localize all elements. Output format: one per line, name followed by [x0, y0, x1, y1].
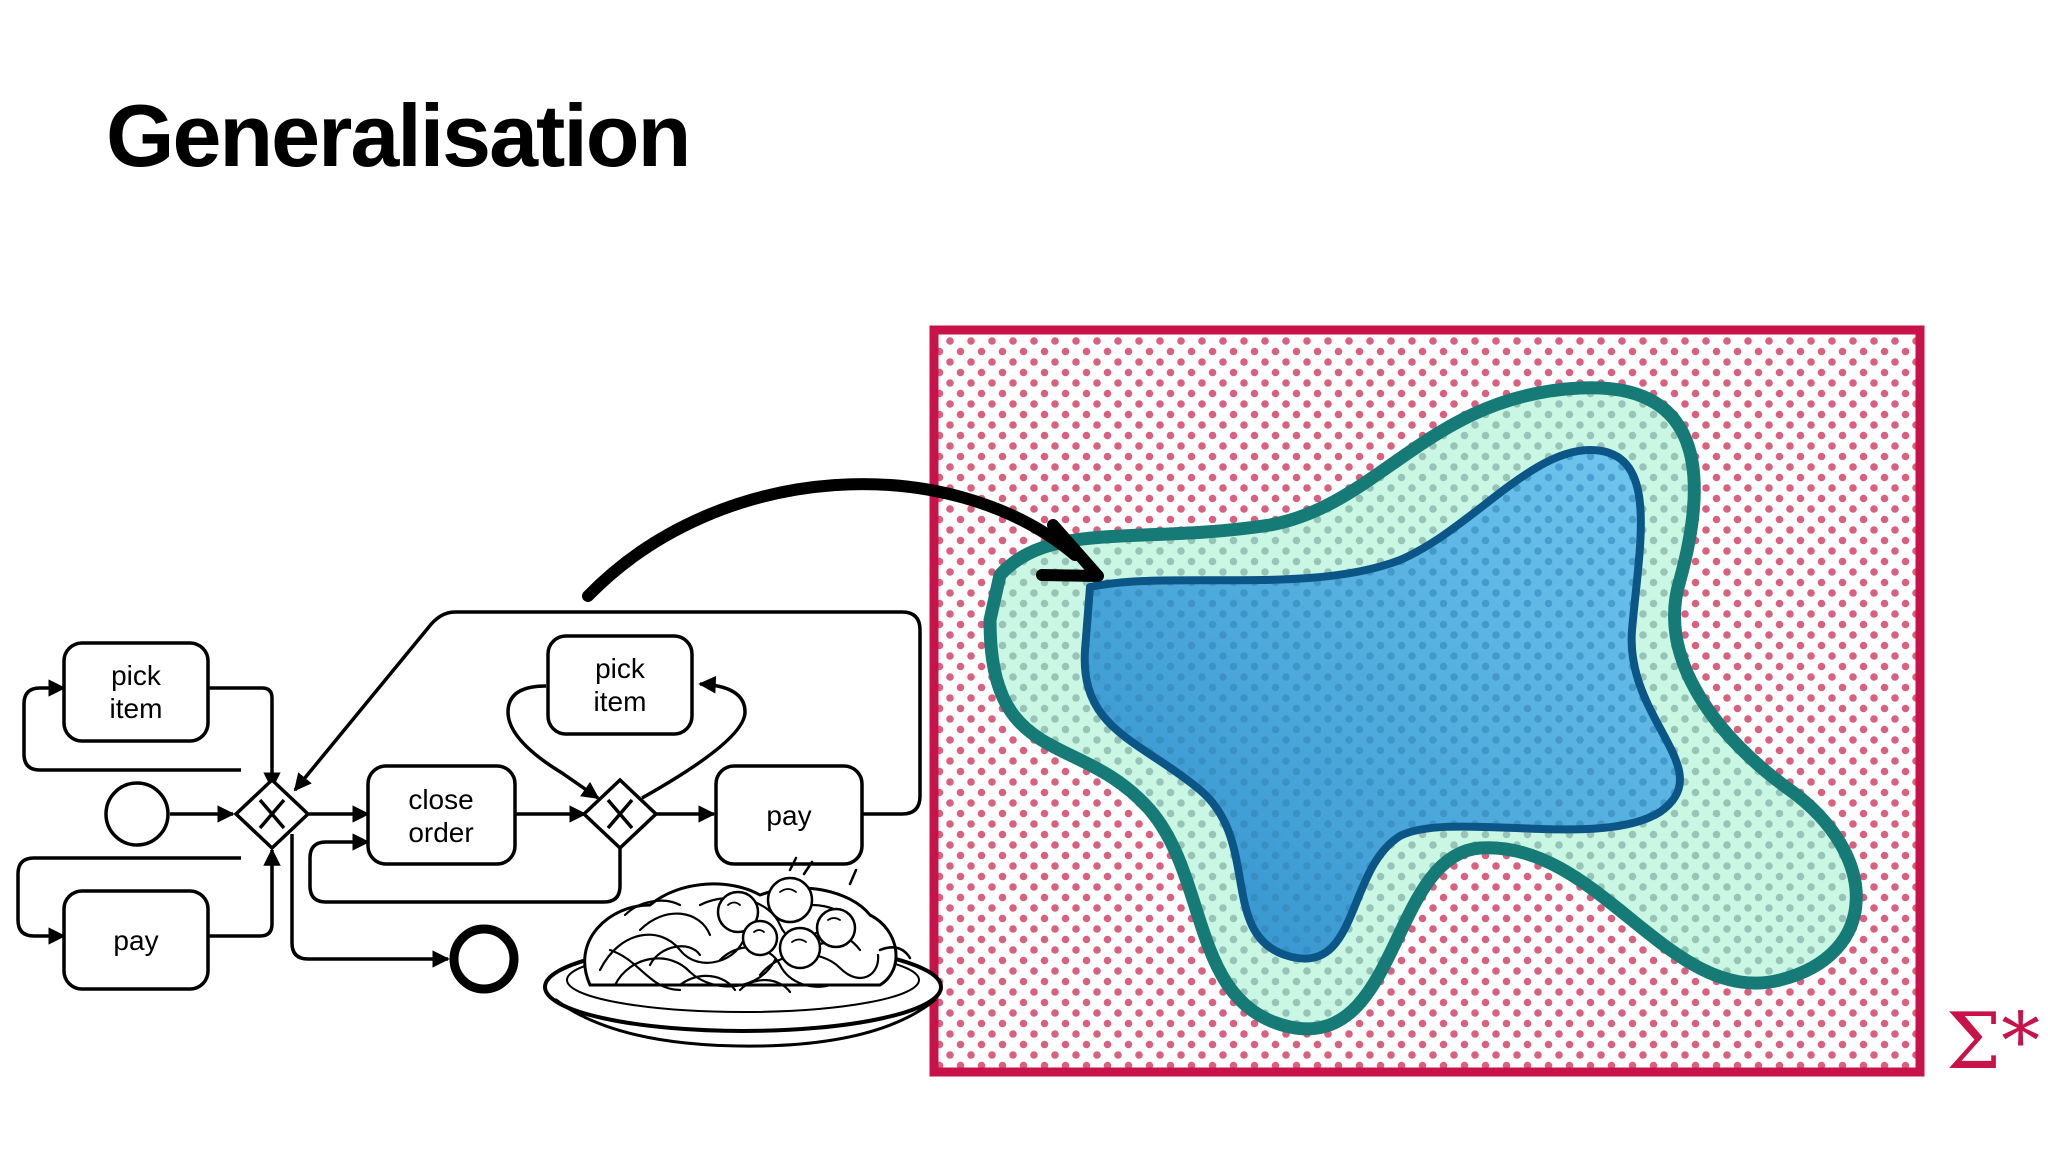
process-model: pick item pay close order pick item pay [16, 610, 922, 994]
xor-gateway-2 [581, 777, 659, 851]
model-edges [16, 610, 922, 968]
sigma-star-label: Σ* [1946, 997, 2040, 1087]
task-pay-right: pay [714, 764, 864, 866]
language-space: Σ* [929, 325, 2040, 1087]
task-label: pay [113, 925, 158, 956]
xor-gateway-1 [233, 777, 311, 851]
task-pick-item-top-left: pick item [62, 641, 210, 743]
inner-region-outline [1080, 446, 1684, 963]
task-label-line-1: pick [111, 660, 162, 691]
task-label: pay [766, 800, 811, 831]
task-pick-item-center: pick item [546, 634, 694, 736]
curved-arrow [582, 478, 1104, 602]
spaghetti-plate-illustration [543, 856, 943, 1048]
start-event [104, 781, 170, 847]
task-label-line-1: pick [595, 653, 646, 684]
sigma-star-frame [929, 325, 1925, 1077]
task-label-line-2: order [408, 817, 473, 848]
outer-region-outline [983, 381, 1863, 1036]
inner-region-dots [1084, 450, 1680, 959]
task-label-line-2: item [110, 693, 163, 724]
end-event [449, 924, 519, 994]
task-close-order: close order [366, 764, 517, 866]
task-label-line-2: item [594, 686, 647, 717]
task-label-line-1: close [408, 784, 473, 815]
slide-title: Generalisation [106, 86, 691, 185]
task-pay-bottom-left: pay [62, 889, 210, 991]
log-behaviour-region [1080, 446, 1684, 963]
